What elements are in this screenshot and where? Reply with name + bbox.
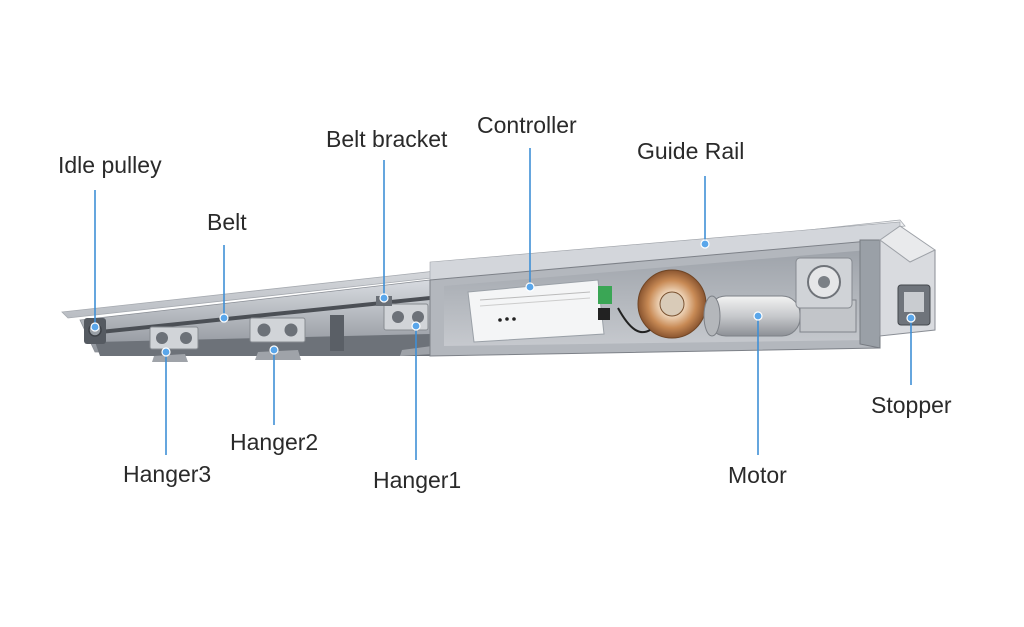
dot-belt-bracket xyxy=(379,293,389,303)
dot-hanger1 xyxy=(411,321,421,331)
label-belt-bracket: Belt bracket xyxy=(326,126,448,152)
label-hanger1: Hanger1 xyxy=(373,467,462,493)
dot-stopper xyxy=(906,313,916,323)
dot-guide-rail xyxy=(700,239,710,249)
label-hanger3: Hanger3 xyxy=(123,461,212,487)
drive-pulley xyxy=(795,257,853,309)
transformer xyxy=(617,269,707,339)
dot-hanger3 xyxy=(161,347,171,357)
dot-belt xyxy=(219,313,229,323)
dot-hanger2 xyxy=(269,345,279,355)
hanger2 xyxy=(249,317,306,360)
dot-idle-pulley xyxy=(90,322,100,332)
dot-motor xyxy=(753,311,763,321)
label-belt: Belt xyxy=(207,209,247,235)
leader-lines xyxy=(94,148,912,460)
stopper-part xyxy=(897,284,931,326)
label-controller: Controller xyxy=(477,112,577,138)
leader-dots xyxy=(90,239,916,357)
belt-clamp xyxy=(330,315,344,351)
label-guide-rail: Guide Rail xyxy=(637,138,745,164)
label-idle-pulley: Idle pulley xyxy=(58,152,162,178)
dot-controller xyxy=(525,282,535,292)
label-stopper: Stopper xyxy=(871,392,952,418)
label-hanger2: Hanger2 xyxy=(230,429,319,455)
hanger3 xyxy=(149,326,199,362)
label-motor: Motor xyxy=(728,462,787,488)
controller-unit xyxy=(467,279,612,343)
